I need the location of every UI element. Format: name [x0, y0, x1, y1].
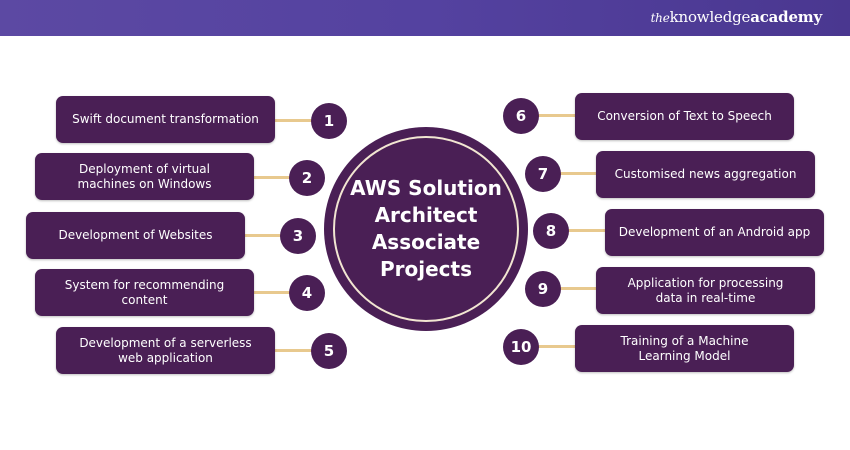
project-number-6: 6: [503, 98, 539, 134]
project-box-7: Customised news aggregation: [596, 151, 815, 198]
connector-9: [557, 287, 598, 290]
connector-2: [254, 176, 294, 179]
connector-5: [275, 349, 315, 352]
brand-main: knowledge: [669, 8, 751, 26]
project-box-1: Swift document transformation: [56, 96, 275, 143]
hub-ring: AWS Solution Architect Associate Project…: [333, 136, 519, 322]
project-number-5: 5: [311, 333, 347, 369]
project-box-2: Deployment of virtual machines on Window…: [35, 153, 254, 200]
connector-1: [275, 119, 315, 122]
hub-title: AWS Solution Architect Associate Project…: [350, 176, 502, 281]
header-bar: theknowledgeacademy: [0, 0, 850, 36]
connector-7: [557, 172, 598, 175]
project-box-8: Development of an Android app: [605, 209, 824, 256]
brand-logo: theknowledgeacademy: [650, 8, 823, 26]
project-number-2: 2: [289, 160, 325, 196]
project-number-8: 8: [533, 213, 569, 249]
brand-prefix: the: [650, 11, 670, 25]
project-number-7: 7: [525, 156, 561, 192]
project-number-1: 1: [311, 103, 347, 139]
brand-suffix: academy: [750, 8, 822, 26]
connector-6: [535, 114, 577, 117]
project-box-3: Development of Websites: [26, 212, 245, 259]
project-number-3: 3: [280, 218, 316, 254]
project-box-5: Development of a serverless web applicat…: [56, 327, 275, 374]
project-box-4: System for recommending content: [35, 269, 254, 316]
project-box-6: Conversion of Text to Speech: [575, 93, 794, 140]
connector-3: [245, 234, 285, 237]
project-number-10: 10: [503, 329, 539, 365]
project-number-9: 9: [525, 271, 561, 307]
project-box-9: Application for processing data in real-…: [596, 267, 815, 314]
project-number-4: 4: [289, 275, 325, 311]
connector-4: [254, 291, 294, 294]
connector-10: [535, 345, 577, 348]
hub-circle: AWS Solution Architect Associate Project…: [324, 127, 528, 331]
project-box-10: Training of a Machine Learning Model: [575, 325, 794, 372]
connector-8: [565, 229, 607, 232]
